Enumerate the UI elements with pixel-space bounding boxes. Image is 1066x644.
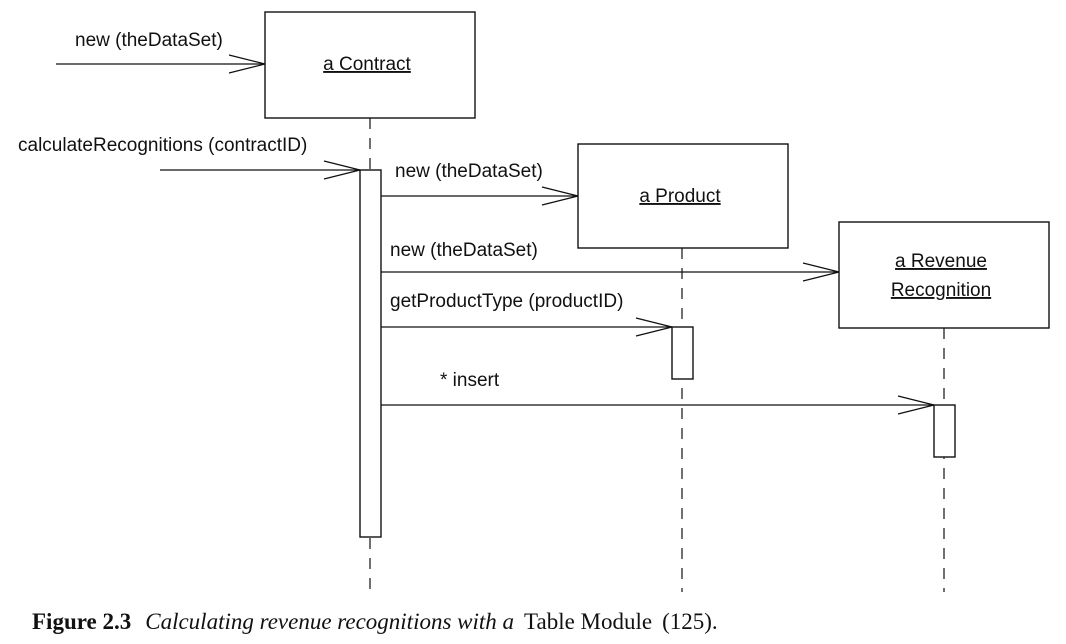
message-new-product-label: new (theDataSet) xyxy=(395,161,543,182)
open-arrowhead-icon xyxy=(635,317,673,337)
open-arrowhead-icon xyxy=(897,395,935,415)
message-insert: * insert xyxy=(381,370,935,415)
contract-object: a Contract xyxy=(264,11,476,119)
revenue-recognition-activation xyxy=(933,404,956,458)
revenue-recognition-object-name-line2: Recognition xyxy=(891,280,991,301)
open-arrowhead-icon xyxy=(802,262,840,282)
open-arrowhead-icon xyxy=(323,160,361,180)
contract-object-name: a Contract xyxy=(323,54,411,75)
open-arrowhead-icon xyxy=(541,186,579,206)
caption-italic-text: Calculating revenue recognitions with a xyxy=(145,609,514,634)
revenue-recognition-object: a Revenue Recognition xyxy=(838,221,1050,329)
message-insert-label: * insert xyxy=(440,370,500,391)
contract-activation xyxy=(359,169,382,538)
caption-pattern-name: Table Module xyxy=(524,609,652,634)
message-new-contract: new (theDataSet) xyxy=(56,30,266,74)
message-new-revenue-recognition: new (theDataSet) xyxy=(381,240,840,282)
message-new-contract-label: new (theDataSet) xyxy=(75,30,223,51)
message-calculate-recognitions: calculateRecognitions (contractID) xyxy=(18,135,361,180)
figure-label: Figure 2.3 xyxy=(32,609,131,634)
product-activation xyxy=(671,326,694,380)
product-object: a Product xyxy=(577,143,789,249)
message-new-revenue-recognition-label: new (theDataSet) xyxy=(390,240,538,261)
figure-caption: Figure 2.3 Calculating revenue recogniti… xyxy=(32,609,718,634)
open-arrowhead-icon xyxy=(228,54,266,74)
product-object-name: a Product xyxy=(639,186,721,207)
message-get-product-type-label: getProductType (productID) xyxy=(390,291,623,312)
message-new-product: new (theDataSet) xyxy=(381,161,579,206)
caption-page-ref: (125). xyxy=(662,609,718,634)
revenue-recognition-object-name-line1: a Revenue xyxy=(895,251,987,272)
message-get-product-type: getProductType (productID) xyxy=(381,291,673,337)
message-calculate-recognitions-label: calculateRecognitions (contractID) xyxy=(18,135,307,156)
